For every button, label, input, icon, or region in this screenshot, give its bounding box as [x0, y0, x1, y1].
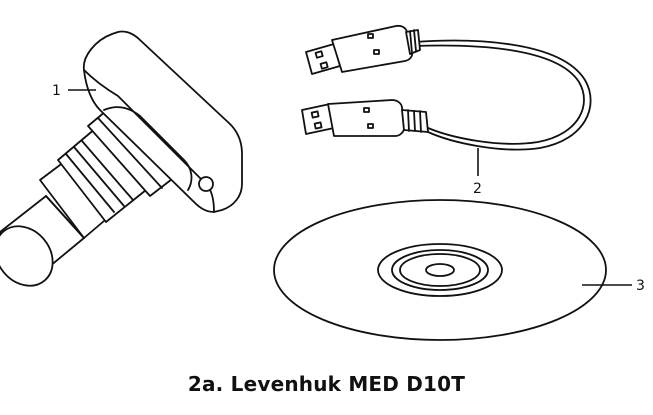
callout-2-label: 2 [473, 181, 482, 197]
callout-2: 2 [473, 148, 482, 197]
callout-3: 3 [582, 278, 645, 294]
camera-lens-tube [0, 105, 177, 287]
figure-caption: 2a. Levenhuk MED D10T [187, 372, 466, 396]
camera-body [83, 30, 243, 213]
callout-1: 1 [52, 83, 96, 99]
usb-cable-icon [301, 24, 592, 151]
callout-1-label: 1 [52, 83, 61, 99]
disc-hole [425, 263, 455, 277]
callout-3-label: 3 [636, 278, 645, 294]
usb-connector-top [305, 24, 421, 75]
cable-wire [413, 39, 592, 151]
camera-icon [0, 30, 243, 287]
cd-disc-icon [273, 199, 607, 341]
usb-connector-bottom [301, 99, 429, 137]
